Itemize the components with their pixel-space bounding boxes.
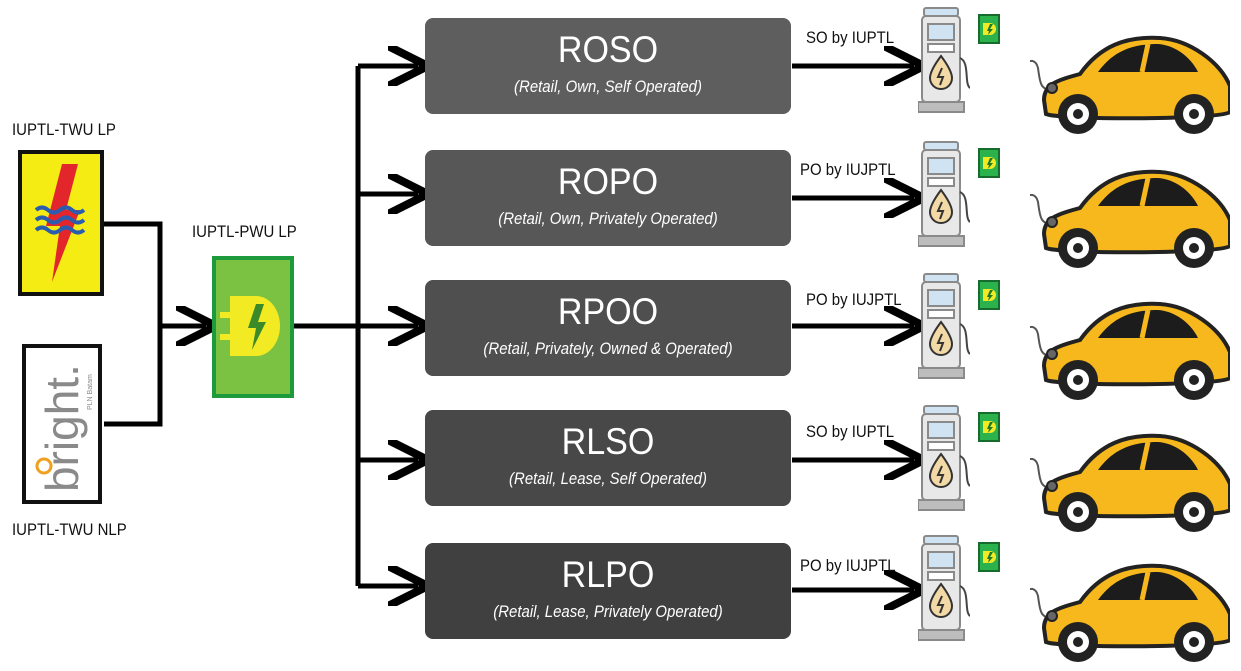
ev-plug-badge-icon [978,148,1000,178]
electric-car-icon [1023,162,1232,272]
charging-station-icon [917,534,971,642]
ev-plug-badge-icon [978,542,1000,572]
charging-station-icon [917,6,971,114]
ev-plug-badge-icon [978,14,1000,44]
ev-plug-badge-icon [978,412,1000,442]
pln-connector [104,221,163,326]
scheme-desc: (Retail, Privately, Owned & Operated) [483,339,733,358]
ev-plug-badge-icon [978,280,1000,310]
operator-label-rlpo: PO by IUJPTL [800,556,896,575]
pln-logo [18,150,104,296]
electric-car-icon [1023,556,1232,666]
scheme-desc: (Retail, Own, Privately Operated) [498,209,718,228]
charging-station-icon [917,404,971,512]
operator-label-ropo: PO by IUJPTL [800,160,896,179]
bright-label: IUPTL-TWU NLP [12,520,127,539]
scheme-desc: (Retail, Lease, Self Operated) [509,469,707,488]
scheme-rlpo: RLPO (Retail, Lease, Privately Operated) [425,543,791,639]
scheme-ropo: ROPO (Retail, Own, Privately Operated) [425,150,791,246]
operator-label-rlso: SO by IUPTL [806,422,895,441]
flow-connectors [104,0,1241,640]
pwu-label: IUPTL-PWU LP [192,222,297,241]
bright-swirl-icon [35,457,53,475]
electric-car-icon [1023,294,1232,404]
operator-label-roso: SO by IUPTL [806,28,895,47]
electric-car-icon [1023,28,1232,138]
bright-logo-text: bright. [36,364,88,492]
electric-car-icon [1023,426,1232,536]
lightning-icon [34,164,86,282]
scheme-code: ROSO [557,29,659,70]
bright-logo-subtext: PLN Batam [87,374,94,410]
charging-station-icon [917,140,971,248]
pwu-logo [212,256,294,398]
scheme-desc: (Retail, Lease, Privately Operated) [493,602,723,621]
operator-label-rpoo: PO by IUJPTL [806,290,902,309]
scheme-roso: ROSO (Retail, Own, Self Operated) [425,18,791,114]
scheme-code: ROPO [557,161,659,202]
scheme-code: RLSO [561,421,655,462]
scheme-code: RPOO [557,291,659,332]
plug-bolt-icon [220,296,280,356]
pln-label: IUPTL-TWU LP [12,120,116,139]
scheme-desc: (Retail, Own, Self Operated) [514,77,702,96]
scheme-code: RLPO [561,554,655,595]
bright-logo: bright. PLN Batam [22,344,102,504]
charging-station-icon [917,272,971,380]
bright-connector [104,326,163,427]
scheme-rlso: RLSO (Retail, Lease, Self Operated) [425,410,791,506]
scheme-rpoo: RPOO (Retail, Privately, Owned & Operate… [425,280,791,376]
